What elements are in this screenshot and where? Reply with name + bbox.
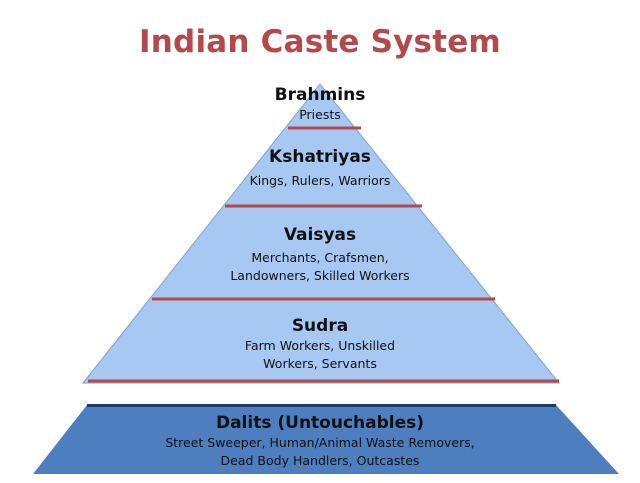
level-dalits-description-line2: Dead Body Handlers, Outcastes [220, 453, 420, 468]
level-sudra-name: Sudra [291, 316, 349, 336]
level-sudra-description-line1: Farm Workers, Unskilled [244, 338, 396, 353]
level-brahmins-description: Priests [299, 107, 341, 122]
level-sudra-description-line2: Workers, Servants [263, 356, 377, 371]
pyramid-shape [81, 83, 561, 384]
level-vaisyas-description-line2: Landowners, Skilled Workers [230, 268, 410, 283]
level-dalits-name: Dalits (Untouchables) [215, 413, 425, 433]
diagram-title: Indian Caste System [139, 24, 501, 60]
level-kshatriyas-name: Kshatriyas [269, 147, 371, 167]
dalits-base-band [33, 405, 619, 474]
level-vaisyas-description-line1: Merchants, Crafsmen, [251, 250, 389, 265]
level-brahmins-name: Brahmins [274, 85, 366, 105]
level-vaisyas-name: Vaisyas [283, 225, 357, 245]
level-dalits-description-line1: Street Sweeper, Human/Animal Waste Remov… [165, 435, 475, 450]
level-kshatriyas-description: Kings, Rulers, Warriors [249, 173, 391, 188]
